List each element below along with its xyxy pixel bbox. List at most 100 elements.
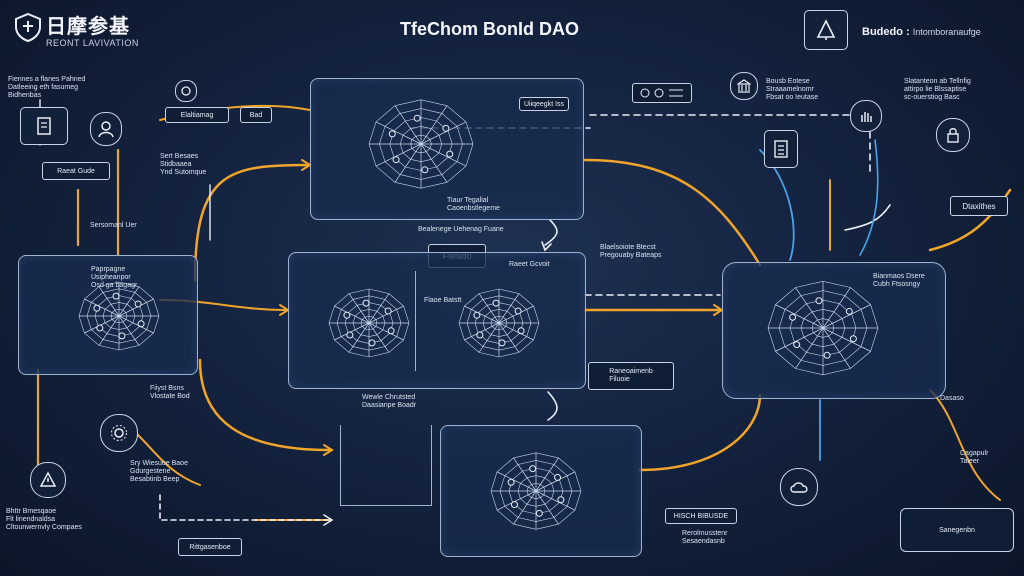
web-node (498, 339, 506, 347)
right-hub-panel[interactable]: Bianmaos Dsere Cubh Ftsosngy (722, 262, 946, 399)
web-node (387, 327, 395, 335)
web-node (845, 307, 853, 315)
building-node (340, 425, 432, 506)
spider-web-icon (368, 99, 474, 189)
left-note-button[interactable]: Raeat Gude (42, 162, 110, 180)
spider-web-icon (490, 452, 582, 530)
web-node (93, 304, 101, 312)
web-ring (410, 134, 432, 154)
web-node (446, 150, 454, 158)
document-node[interactable] (20, 107, 68, 145)
cloud-node[interactable] (780, 468, 818, 506)
web-node (413, 114, 421, 122)
left-hub-panel[interactable]: Paprpagne Usipheanpor Osd ga bagagr (18, 255, 198, 375)
gear-icon (111, 425, 127, 441)
web-spoke (513, 457, 537, 492)
web-spoke (822, 327, 851, 369)
web-spoke (368, 293, 390, 324)
bottom-right-box[interactable]: Sanegenbn (900, 508, 1014, 552)
right-low-caption: Cagapulr Taleer (960, 450, 989, 465)
top-strip-right[interactable]: Bad (240, 107, 272, 123)
web-spoke (498, 322, 520, 353)
lock-node[interactable] (936, 118, 970, 152)
bottom-center-panel[interactable] (440, 425, 642, 557)
web-ring (499, 460, 573, 522)
middle-center-panel[interactable]: Raeet Gcvoit Flaoe Batstt (288, 252, 586, 389)
web-spoke (535, 457, 559, 492)
group-node[interactable] (175, 80, 197, 102)
web-spoke (118, 286, 140, 317)
web-node (507, 478, 515, 486)
header-icon-button[interactable] (804, 10, 848, 50)
warning-node[interactable] (30, 462, 66, 498)
top-panel-tag[interactable]: Uiiqeegkt Iss (519, 97, 569, 111)
web-node (118, 332, 126, 340)
web-ring (78, 281, 160, 351)
web-spoke (822, 327, 871, 352)
web-ring (800, 308, 846, 348)
left-top-caption: Fiennes a flanes Pahned Datleeing eth fa… (8, 76, 86, 99)
bank-node[interactable] (730, 72, 758, 100)
web-ring (336, 295, 402, 351)
right-top-caption: Slatanteon ab Tellnfig attirpo lie Blssa… (904, 78, 971, 101)
person-node[interactable] (90, 112, 122, 146)
dao-label: Dasaso (940, 395, 964, 402)
web-spoke (420, 105, 448, 145)
icon-toggle-group[interactable] (632, 83, 692, 103)
web-spoke (118, 315, 140, 346)
top-strip-left[interactable]: Elaltiamag (165, 107, 229, 123)
web-node (384, 307, 392, 315)
top-center-panel[interactable]: Tiaur Tegalial Caoenbstlegeme Uiiqeegkt … (310, 78, 584, 220)
bottom-left-caption: Bhttr Bmesqaoe Flt linendnaldsa Cltounwe… (6, 508, 82, 531)
web-node (517, 327, 525, 335)
right-center-tag[interactable]: Raneoaimenb Filuoie (588, 362, 674, 390)
web-spoke (464, 322, 500, 341)
web-spoke (348, 293, 370, 324)
brand-logo (14, 12, 42, 43)
web-spoke (334, 305, 370, 324)
right-upper-icons-caption: Bousb Eotese Straaamelnomr Fbsat oo Ieut… (766, 78, 819, 101)
web-spoke (513, 490, 537, 525)
right-mid-box[interactable]: Dtaxithes (950, 196, 1008, 216)
group-icon (181, 86, 191, 96)
web-spoke (496, 490, 537, 511)
web-node (823, 351, 831, 359)
web-node (535, 509, 543, 517)
group-icon (640, 88, 683, 98)
web-spoke (98, 315, 120, 346)
checklist-icon (774, 140, 788, 158)
mid-caption-2: Wewle Chrutsted Daasianpe Boadr (362, 394, 417, 409)
web-ring (389, 117, 453, 171)
web-spoke (334, 322, 370, 341)
web-ring (474, 302, 524, 344)
right-hub-label: Bianmaos Dsere Cubh Ftsosngy (873, 273, 925, 288)
gear-node[interactable] (100, 414, 138, 452)
web-ring (490, 315, 508, 331)
bottom-center-box[interactable]: HISCH BIBUSDE (665, 508, 737, 524)
web-ring (811, 318, 835, 338)
web-spoke (368, 305, 404, 324)
web-node (392, 156, 400, 164)
web-spoke (118, 315, 154, 334)
web-node (789, 313, 797, 321)
left-hub-caption: Paprpagne Usipheanpor Osd ga bagagr (91, 266, 138, 289)
web-node (557, 496, 565, 504)
web-node (421, 166, 429, 174)
web-node (510, 501, 518, 509)
logo-title: 日摩参基 (46, 16, 130, 38)
web-spoke (348, 322, 370, 353)
wire-white (844, 204, 891, 231)
web-spoke (822, 287, 851, 329)
ctr-net-b-sub: Flaoe Batstt (424, 297, 462, 304)
bottom-left-mid-caption: Sry Wiesuoe Baoe Gdurgestene Besabtinb B… (130, 460, 188, 483)
person-icon (98, 121, 114, 138)
web-node (96, 324, 104, 332)
web-spoke (795, 287, 824, 329)
web-ring (767, 280, 879, 376)
web-ring (110, 308, 128, 324)
right-header-subtitle: Intomboranaufge (912, 27, 981, 37)
bottom-left-box[interactable]: Rittgasenboe (178, 538, 242, 556)
hand-node[interactable] (850, 100, 882, 132)
checklist-node[interactable] (764, 130, 798, 168)
left-low-caption: Fiiyst Bsns Vlostate Bod (150, 385, 190, 400)
